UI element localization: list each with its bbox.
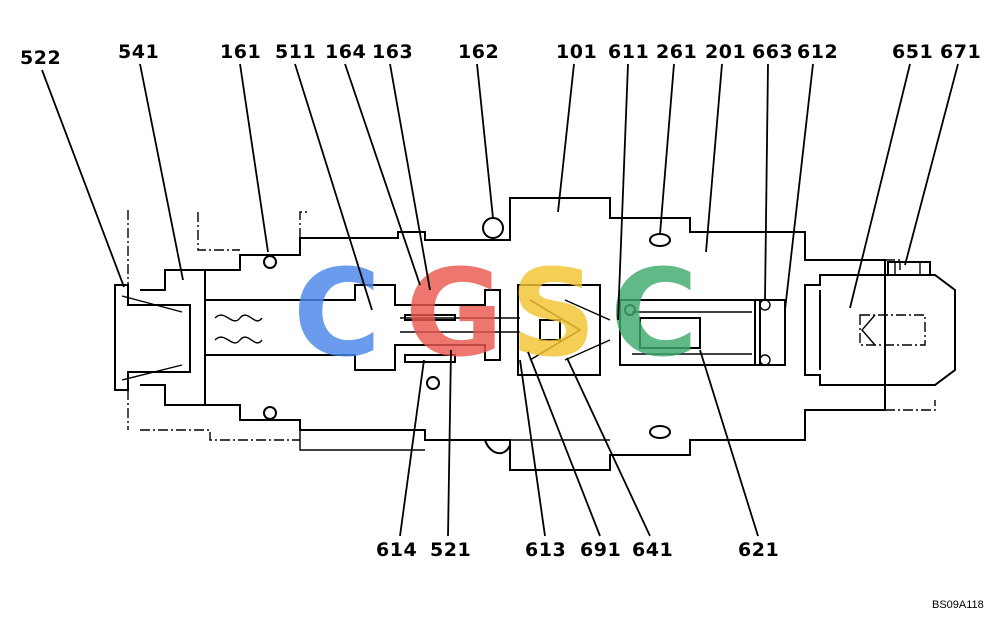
part-label-201: 201 xyxy=(705,41,746,63)
part-label-614: 614 xyxy=(376,539,417,561)
part-label-663: 663 xyxy=(752,41,793,63)
watermark-letter-g: G xyxy=(405,245,504,384)
watermark-letter-c: C xyxy=(293,245,381,384)
watermark-letter-c-2: C xyxy=(610,245,698,384)
part-label-162: 162 xyxy=(458,41,499,63)
valve-body xyxy=(114,197,956,471)
part-label-521: 521 xyxy=(430,539,471,561)
part-label-671: 671 xyxy=(940,41,981,63)
part-label-651: 651 xyxy=(892,41,933,63)
part-label-161: 161 xyxy=(220,41,261,63)
part-label-612: 612 xyxy=(797,41,838,63)
part-label-511: 511 xyxy=(275,41,316,63)
part-label-641: 641 xyxy=(632,539,673,561)
drawing-code: BS09A118 xyxy=(932,599,984,611)
part-label-541: 541 xyxy=(118,41,159,63)
part-label-522: 522 xyxy=(20,47,61,69)
part-label-163: 163 xyxy=(372,41,413,63)
part-label-101: 101 xyxy=(556,41,597,63)
watermark-letter-s: S xyxy=(510,245,596,384)
part-label-164: 164 xyxy=(325,41,366,63)
part-label-261: 261 xyxy=(656,41,697,63)
watermark: C G S C xyxy=(293,245,698,384)
part-label-691: 691 xyxy=(580,539,621,561)
part-label-611: 611 xyxy=(608,41,649,63)
part-label-613: 613 xyxy=(525,539,566,561)
part-labels-top: 522 541 161 511 164 163 162 101 611 261 … xyxy=(20,41,981,69)
part-labels-bottom: 614 521 613 691 641 621 xyxy=(376,539,779,561)
leader-lines xyxy=(41,63,959,537)
part-label-621: 621 xyxy=(738,539,779,561)
